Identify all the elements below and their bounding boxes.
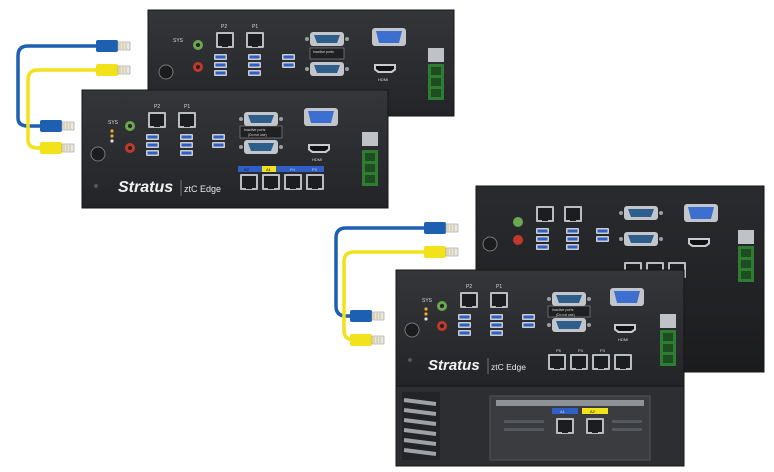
svg-text:HDMI: HDMI	[618, 337, 628, 342]
svg-text:(Do not use): (Do not use)	[248, 133, 267, 137]
svg-text:SYS: SYS	[108, 120, 119, 126]
svg-text:Inactive ports: Inactive ports	[552, 308, 574, 312]
svg-text:Inactive ports: Inactive ports	[313, 50, 334, 54]
unit-bottom-front: P2 P1 Inactive ports (Do not use) HDMI S…	[395, 269, 685, 387]
svg-text:P4: P4	[578, 348, 584, 353]
svg-text:P1: P1	[252, 24, 258, 30]
svg-text:SYS: SYS	[173, 38, 184, 44]
cables-bottom	[334, 221, 459, 347]
svg-text:ztC Edge: ztC Edge	[491, 362, 526, 372]
svg-text:P4: P4	[290, 167, 296, 172]
svg-text:P2: P2	[154, 104, 160, 110]
svg-text:P5: P5	[556, 348, 562, 353]
svg-text:ztC Edge: ztC Edge	[184, 184, 221, 194]
svg-text:P1: P1	[496, 284, 502, 290]
svg-text:P2: P2	[466, 284, 472, 290]
svg-text:P3: P3	[312, 167, 318, 172]
svg-text:HDMI: HDMI	[378, 77, 388, 82]
svg-text:Inactive ports: Inactive ports	[244, 128, 266, 132]
svg-text:P2: P2	[221, 24, 227, 30]
svg-text:P3: P3	[600, 348, 606, 353]
svg-text:A1: A1	[266, 167, 272, 172]
stratus-logo: Stratus	[118, 179, 173, 196]
svg-text:(Do not use): (Do not use)	[556, 313, 575, 317]
expansion-module: A1 A2	[395, 385, 685, 467]
cables-top	[16, 39, 131, 155]
svg-text:HDMI: HDMI	[312, 157, 322, 162]
svg-text:A2: A2	[244, 167, 250, 172]
svg-text:Stratus: Stratus	[428, 357, 480, 374]
svg-text:A2: A2	[590, 409, 596, 414]
svg-text:P1: P1	[184, 104, 190, 110]
unit-top-front: P2 P1 Inactive ports (Do not use) HDMI S…	[81, 89, 389, 209]
svg-text:SYS: SYS	[422, 298, 433, 304]
svg-text:A1: A1	[560, 409, 566, 414]
